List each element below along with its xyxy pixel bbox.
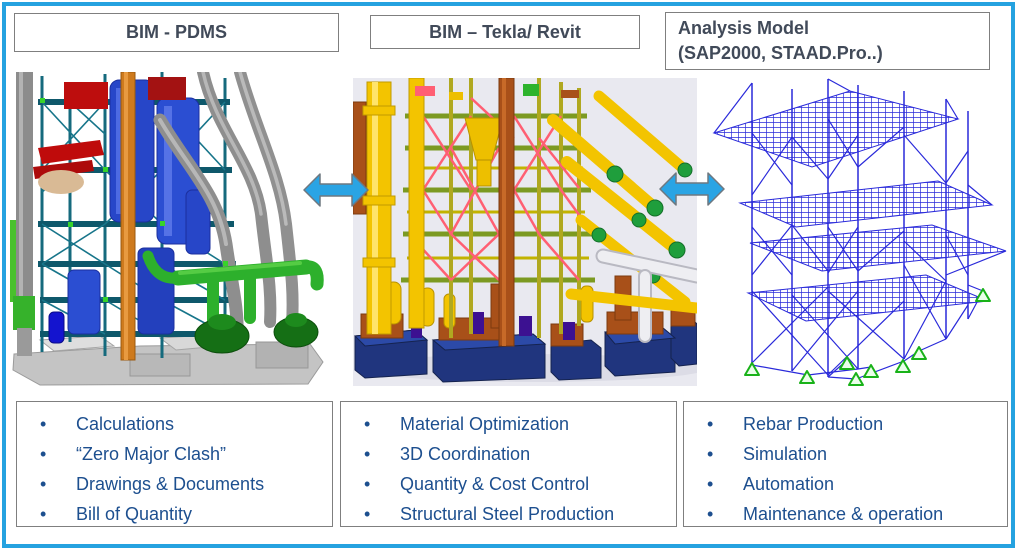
header-bim-tekla-revit: BIM – Tekla/ Revit [370,15,640,49]
list-item-label: Automation [743,474,835,494]
list-item-label: Material Optimization [400,414,570,434]
bullet-icon: • [40,444,47,464]
double-arrow-icon [659,172,725,206]
list-item-label: Rebar Production [743,414,884,434]
list-item: • Rebar Production [700,409,1007,439]
feature-panel-pdms: • Calculations • “Zero Major Clash” • Drawi… [16,401,333,527]
list-item: • Maintenance & operation [700,499,1007,529]
list-item: • Simulation [700,439,1007,469]
list-item-label: Maintenance & operation [743,504,944,524]
bullet-icon: • [707,474,714,494]
header-label: BIM – Tekla/ Revit [429,21,581,42]
list-item-label: Drawings & Documents [76,474,265,494]
bullet-icon: • [40,504,47,524]
list-item: • Bill of Quantity [33,499,332,529]
list-item-label: Calculations [76,414,175,434]
bullet-icon: • [707,504,714,524]
list-item: • Automation [700,469,1007,499]
bullet-icon: • [364,444,371,464]
list-item-label: Structural Steel Production [400,504,615,524]
header-bim-pdms: BIM - PDMS [14,13,339,52]
bullet-icon: • [364,504,371,524]
list-item: • “Zero Major Clash” [33,439,332,469]
list-item: • Structural Steel Production [357,499,676,529]
header-label-line2: (SAP2000, STAAD.Pro..) [678,43,883,63]
feature-panel-analysis: • Rebar Production • Simulation • Automatio… [683,401,1008,527]
header-analysis-model: Analysis Model (SAP2000, STAAD.Pro..) [665,12,990,70]
bullet-icon: • [707,444,714,464]
header-label: BIM - PDMS [126,22,227,42]
header-label-line1: Analysis Model [678,18,810,38]
list-item-label: “Zero Major Clash” [76,444,227,464]
list-item: • Quantity & Cost Control [357,469,676,499]
list-item: • Material Optimization [357,409,676,439]
bullet-icon: • [40,414,47,434]
list-item: • 3D Coordination [357,439,676,469]
feature-panel-tekla: •Material Optimization •3D Coordination … [340,401,677,527]
double-arrow-icon [303,173,369,207]
tekla-revit-model-image [353,78,697,386]
list-item-label: Bill of Quantity [76,504,193,524]
pdms-model-image [10,72,324,386]
bullet-icon: • [364,414,371,434]
list-item-label: Quantity & Cost Control [400,474,590,494]
list-item-label: 3D Coordination [400,444,531,464]
list-item: • Calculations [33,409,332,439]
bullet-icon: • [40,474,47,494]
bullet-icon: • [707,414,714,434]
analysis-model-image [712,78,1007,386]
bullet-icon: • [364,474,371,494]
list-item-label: Simulation [743,444,828,464]
list-item: • Drawings & Documents [33,469,332,499]
